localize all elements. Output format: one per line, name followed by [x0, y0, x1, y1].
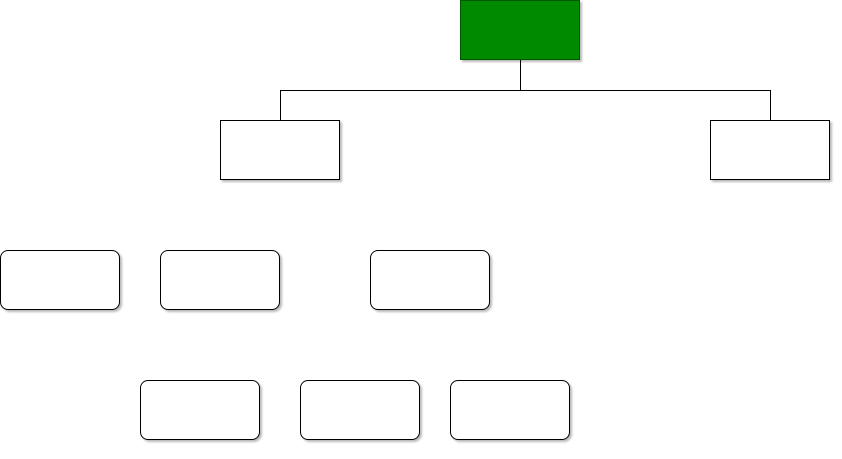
- child-node-left[interactable]: [220, 120, 340, 180]
- root-node[interactable]: [460, 0, 580, 60]
- rounded-node-row2-3[interactable]: [370, 250, 490, 310]
- rounded-node-row3-1[interactable]: [140, 380, 260, 440]
- rounded-node-row2-2[interactable]: [160, 250, 280, 310]
- rounded-node-row3-3[interactable]: [450, 380, 570, 440]
- rounded-node-row3-2[interactable]: [300, 380, 420, 440]
- child-node-right[interactable]: [710, 120, 830, 180]
- rounded-node-row2-1[interactable]: [0, 250, 120, 310]
